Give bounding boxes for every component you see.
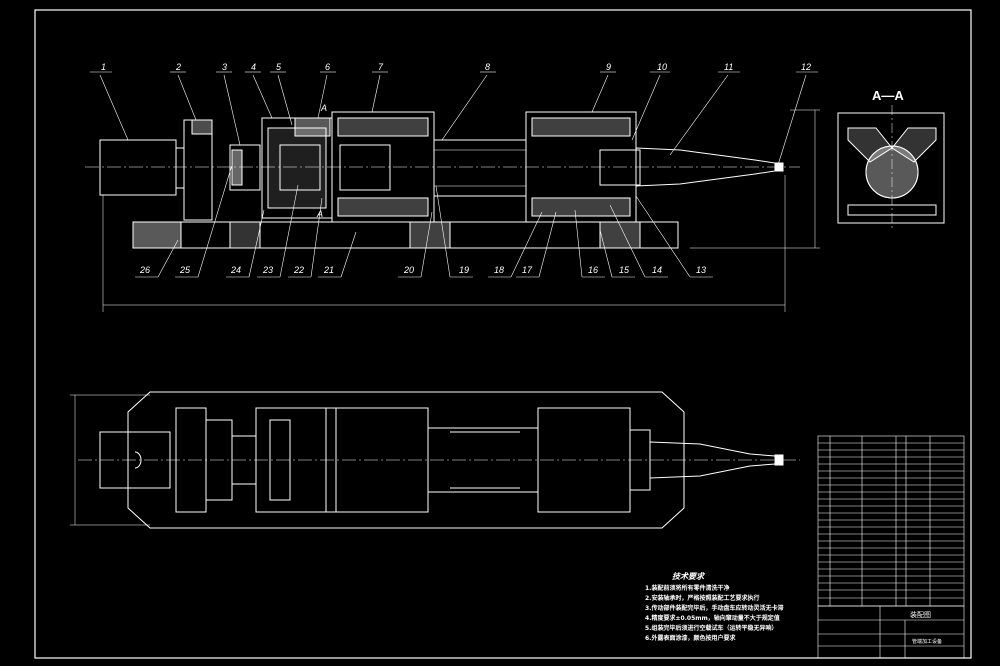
section-cut-mark-bottom: A: [316, 209, 323, 219]
drawing-name: 装配图: [910, 610, 931, 619]
part-number-21: 21: [323, 265, 334, 275]
part-number-4: 4: [251, 62, 256, 72]
part-number-7: 7: [378, 62, 384, 72]
part-number-16: 16: [588, 265, 598, 275]
parts-list-table: [817, 435, 965, 607]
requirement-item: 3.传动部件装配完毕后，手动盘车应转动灵活无卡滞: [645, 604, 783, 612]
part-number-24: 24: [230, 265, 241, 275]
part-number-20: 20: [403, 265, 414, 275]
part-number-8: 8: [485, 62, 490, 72]
part-number-15: 15: [619, 265, 630, 275]
part-number-25: 25: [179, 265, 191, 275]
leader-lines-top: [90, 71, 818, 166]
part-number-2: 2: [175, 62, 181, 72]
technical-requirements-list: 1.装配前须将所有零件清洗干净 2.安装轴承时，严格按照装配工艺要求执行 3.传动部…: [645, 584, 783, 642]
part-number-9: 9: [606, 62, 611, 72]
part-number-17: 17: [522, 265, 533, 275]
part-number-6: 6: [325, 62, 330, 72]
part-number-12: 12: [801, 62, 811, 72]
requirement-item: 6.外露表面涂漆，颜色按用户要求: [645, 634, 736, 642]
part-number-23: 23: [262, 265, 273, 275]
main-section-view: [85, 109, 820, 312]
leader-lines-bottom: [135, 164, 713, 278]
part-number-26: 26: [139, 265, 150, 275]
section-view-a-a: [837, 105, 945, 230]
requirement-item: 4.精度要求±0.05mm，轴向窜动量不大于规定值: [645, 614, 780, 622]
title-block: [817, 605, 965, 659]
part-number-19: 19: [459, 265, 469, 275]
part-number-18: 18: [494, 265, 504, 275]
technical-requirements-title: 技术要求: [672, 572, 706, 581]
machine-name: 管端加工设备: [912, 638, 942, 645]
part-number-10: 10: [657, 62, 667, 72]
outer-frame: [34, 9, 972, 659]
section-view-label: A—A: [872, 88, 904, 103]
part-number-22: 22: [293, 265, 304, 275]
part-number-13: 13: [696, 265, 706, 275]
part-number-11: 11: [724, 62, 733, 72]
part-number-5: 5: [276, 62, 282, 72]
requirement-item: 5.组装完毕后须进行空载试车（运转平稳无异响）: [645, 624, 777, 632]
requirement-item: 1.装配前须将所有零件清洗干净: [645, 584, 729, 592]
part-number-1: 1: [101, 62, 106, 72]
part-number-3: 3: [222, 62, 227, 72]
section-cut-mark-top: A: [320, 103, 327, 113]
part-number-14: 14: [652, 265, 662, 275]
requirement-item: 2.安装轴承时，严格按照装配工艺要求执行: [645, 594, 759, 602]
plan-view: [70, 391, 800, 529]
part-labels-bottom: 26 25 24 23 22 21 20 19 18 17 16 15 14 13: [139, 265, 706, 275]
